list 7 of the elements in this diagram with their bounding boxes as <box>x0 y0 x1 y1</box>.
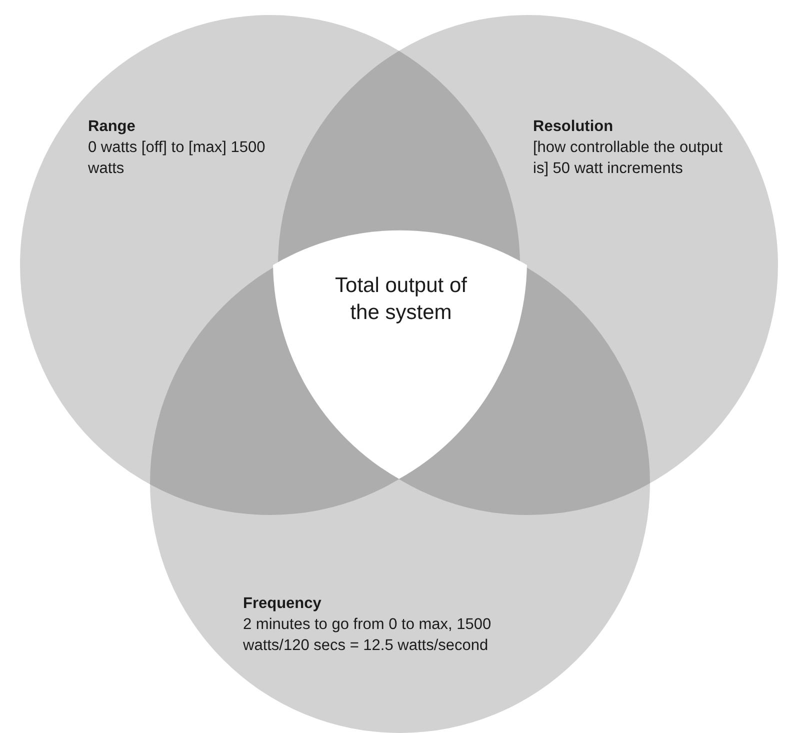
circle-description: [how controllable the output is] 50 watt increments <box>533 138 724 179</box>
circle-description: 0 watts [off] to [max] 1500 watts <box>88 138 266 179</box>
circle-heading: Resolution <box>533 117 614 137</box>
circle-description: 2 minutes to go from 0 to max, 1500 watts/120 secs = 12.5 watts/second <box>243 615 492 656</box>
circle-heading: Frequency <box>243 594 322 614</box>
circle-heading: Range <box>88 117 136 137</box>
center-label: Total output of the system <box>334 273 468 326</box>
